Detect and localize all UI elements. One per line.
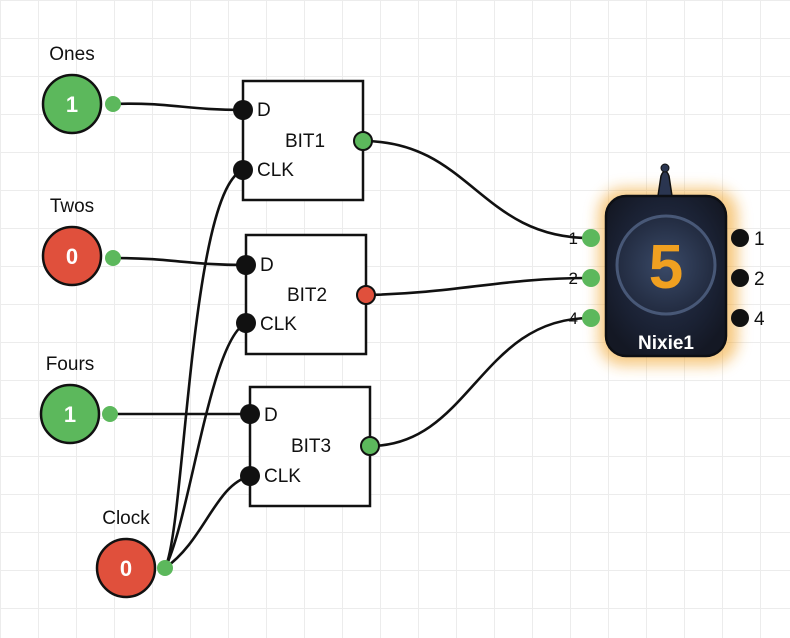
- input-clock-toggle[interactable]: [95, 537, 157, 599]
- flipflop-bit3-d-pin[interactable]: [240, 404, 260, 424]
- wire-bit3-out-to-nixie-4[interactable]: [368, 316, 592, 448]
- nixie-input-label-4: 4: [569, 309, 578, 328]
- flipflop-bit1[interactable]: BIT1 D CLK: [233, 79, 373, 202]
- wire-bit1-out-to-nixie-1[interactable]: [361, 139, 592, 240]
- flipflop-bit3-d-label: D: [264, 405, 278, 426]
- flipflop-bit3-output-pin[interactable]: [360, 436, 380, 456]
- input-ones-pin[interactable]: [105, 96, 121, 112]
- input-ones-value: 1: [66, 92, 78, 117]
- nixie-output-pin-2[interactable]: [731, 269, 749, 287]
- flipflop-bit3-body[interactable]: [248, 385, 372, 508]
- wires: [108, 102, 592, 570]
- flipflop-bit1-d-pin[interactable]: [233, 100, 253, 120]
- wire-clock-to-bit1-clk[interactable]: [163, 168, 245, 570]
- nixie-output-label-1: 1: [754, 229, 765, 250]
- flipflop-bit1-d-label: D: [257, 100, 271, 121]
- input-clock-value: 0: [120, 556, 132, 581]
- nixie-output-label-2: 2: [754, 269, 765, 290]
- nixie-tube-tip: [657, 170, 673, 197]
- nixie-output-pin-1[interactable]: [731, 229, 749, 247]
- flipflop-bit2-clk-label: CLK: [260, 314, 297, 335]
- input-ones[interactable]: Ones 1: [41, 44, 121, 135]
- flipflop-bit2-d-pin[interactable]: [236, 255, 256, 275]
- input-fours[interactable]: Fours 1: [39, 354, 118, 445]
- nixie-input-pin-1[interactable]: [582, 229, 600, 247]
- input-clock-label: Clock: [102, 508, 150, 529]
- nixie-input-pin-2[interactable]: [582, 269, 600, 287]
- input-ones-label: Ones: [49, 44, 94, 65]
- flipflop-bit1-output-pin[interactable]: [353, 131, 373, 151]
- input-fours-label: Fours: [46, 354, 95, 375]
- input-twos-toggle[interactable]: [41, 225, 103, 287]
- wire-bit2-out-to-nixie-2[interactable]: [364, 276, 592, 297]
- input-twos-value: 0: [66, 244, 78, 269]
- flipflop-bit3-clk-pin[interactable]: [240, 466, 260, 486]
- flipflop-bit1-name: BIT1: [285, 131, 325, 152]
- flipflop-bit1-clk-pin[interactable]: [233, 160, 253, 180]
- nixie-input-label-1: 1: [569, 229, 578, 248]
- flipflop-bit2-output-pin[interactable]: [356, 285, 376, 305]
- wire-clock-to-bit3-clk[interactable]: [163, 474, 252, 570]
- nixie-name: Nixie1: [638, 333, 694, 354]
- flipflop-bit3-clk-label: CLK: [264, 466, 301, 487]
- nixie-output-label-4: 4: [754, 309, 765, 330]
- flipflop-bit1-clk-label: CLK: [257, 160, 294, 181]
- wire-ones-to-bit1-d[interactable]: [111, 102, 245, 112]
- flipflop-bit2-d-label: D: [260, 255, 274, 276]
- nixie-tube-tip-cap: [660, 163, 670, 173]
- nixie-tube: [615, 214, 717, 316]
- input-twos-label: Twos: [50, 196, 94, 217]
- input-fours-value: 1: [64, 402, 76, 427]
- flipflop-bit2-clk-pin[interactable]: [236, 313, 256, 333]
- input-ones-toggle[interactable]: [41, 73, 103, 135]
- flipflop-bit3[interactable]: BIT3 D CLK: [240, 385, 380, 508]
- input-twos[interactable]: Twos 0: [41, 196, 121, 287]
- wire-clock-to-bit2-clk[interactable]: [163, 321, 248, 570]
- flipflop-bit2-name: BIT2: [287, 285, 327, 306]
- flipflop-bit2[interactable]: BIT2 D CLK: [236, 233, 376, 356]
- input-fours-pin[interactable]: [102, 406, 118, 422]
- input-twos-pin[interactable]: [105, 250, 121, 266]
- nixie-input-label-2: 2: [569, 269, 578, 288]
- input-clock[interactable]: Clock 0: [95, 508, 173, 599]
- wire-twos-to-bit2-d[interactable]: [111, 256, 248, 267]
- nixie-output-pin-4[interactable]: [731, 309, 749, 327]
- nixie-display[interactable]: 5 Nixie1 1 2 4 1 2 4: [569, 163, 765, 366]
- input-fours-toggle[interactable]: [39, 383, 101, 445]
- nixie-input-pin-4[interactable]: [582, 309, 600, 327]
- input-clock-pin[interactable]: [157, 560, 173, 576]
- nixie-digit: 5: [649, 233, 683, 302]
- flipflop-bit3-name: BIT3: [291, 436, 331, 457]
